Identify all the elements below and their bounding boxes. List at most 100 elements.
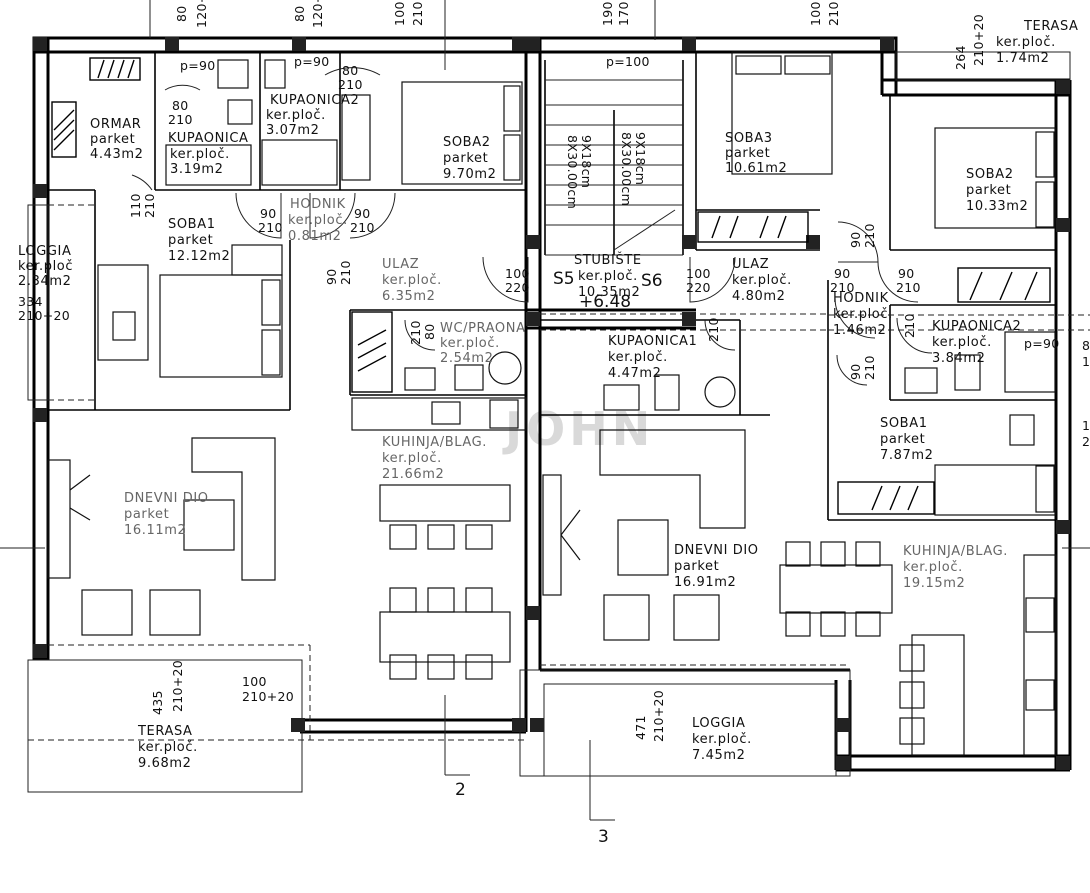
room-name: DNEVNI DIO bbox=[124, 491, 209, 506]
room-name: LOGGIA bbox=[18, 244, 72, 259]
dim-top: 190 bbox=[600, 1, 615, 26]
room-dnevni-right: DNEVNI DIO parket 16.91m2 bbox=[674, 543, 759, 590]
room-name: SOBA1 bbox=[168, 217, 216, 232]
room-floor: ker.ploč. bbox=[932, 335, 992, 350]
dim-door: 220 bbox=[686, 280, 711, 295]
dim-terasa: 210+20 bbox=[971, 14, 986, 66]
dim-door: 90 bbox=[260, 206, 277, 221]
dim-edge: 2 bbox=[1082, 434, 1090, 449]
dim-door: 210 bbox=[258, 220, 283, 235]
apartment-label-s5: S5 bbox=[553, 269, 575, 289]
room-area: 4.43m2 bbox=[90, 147, 143, 162]
room-area: 21.66m2 bbox=[382, 467, 444, 482]
room-floor: ker.ploč. bbox=[833, 307, 893, 322]
dim-door: 110 bbox=[128, 193, 143, 218]
room-kupaonica2-left: KUPAONICA2 ker.ploč. 3.07m2 bbox=[266, 93, 359, 138]
dim-terasa: 210+20 bbox=[170, 660, 185, 712]
dim-door: 210 bbox=[338, 77, 363, 92]
dim-door: 90 bbox=[834, 266, 851, 281]
dim-door: 90 bbox=[354, 206, 371, 221]
room-floor: ker.ploč. bbox=[288, 213, 348, 228]
room-area: 12.12m2 bbox=[168, 249, 230, 264]
room-floor: ker.ploč bbox=[18, 259, 73, 274]
dim-door: 210 bbox=[862, 223, 877, 248]
dim-door: 210 bbox=[902, 313, 917, 338]
room-area: 4.47m2 bbox=[608, 366, 661, 381]
dim-parapet: p=90 bbox=[1024, 336, 1060, 351]
dim-door: 90 bbox=[898, 266, 915, 281]
dim-terasa: 210+20 bbox=[242, 689, 294, 704]
section-marker-2: 2 bbox=[455, 780, 466, 800]
room-name: KUPAONICA2 bbox=[932, 319, 1021, 334]
room-name: ORMAR bbox=[90, 117, 141, 132]
room-loggia-left: LOGGIA ker.ploč 2.34m2 bbox=[18, 244, 73, 289]
room-kuhinja-right: KUHINJA/BLAG. ker.ploč. 19.15m2 bbox=[903, 544, 1008, 591]
room-name: SOBA3 bbox=[725, 131, 773, 146]
terraces bbox=[27, 51, 1090, 793]
room-ormar: ORMAR parket 4.43m2 bbox=[90, 117, 143, 162]
dim-top: 120+20 bbox=[310, 0, 325, 28]
room-area: 1.46m2 bbox=[833, 323, 886, 338]
dim-edge: 1 bbox=[1082, 354, 1090, 369]
room-soba1-right: SOBA1 parket 7.87m2 bbox=[880, 416, 933, 463]
room-name: ULAZ bbox=[382, 257, 419, 272]
room-floor: ker.ploč. bbox=[440, 336, 500, 351]
room-area: 1.74m2 bbox=[996, 51, 1049, 66]
dim-door: 90 bbox=[848, 363, 863, 380]
room-kupaonica1-right: KUPAONICA1 ker.ploč. 4.47m2 bbox=[608, 334, 697, 381]
dim-top: 170 bbox=[616, 1, 631, 26]
room-area: 4.80m2 bbox=[732, 289, 785, 304]
room-area: 7.87m2 bbox=[880, 448, 933, 463]
dim-door: 80 bbox=[172, 98, 189, 113]
room-name: KUHINJA/BLAG. bbox=[382, 435, 487, 450]
room-floor: ker.ploč. bbox=[170, 147, 230, 162]
section-marker-3: 3 bbox=[598, 827, 609, 847]
dim-top: 210 bbox=[826, 1, 841, 26]
room-name: LOGGIA bbox=[692, 716, 746, 731]
room-kupaonica2-right: KUPAONICA2 ker.ploč. 3.84m2 bbox=[932, 319, 1021, 366]
room-hodnik-right: HODNIK ker.ploč. 1.46m2 bbox=[833, 291, 893, 338]
room-floor: parket bbox=[966, 183, 1011, 198]
room-name: TERASA bbox=[137, 724, 193, 739]
dim-terasa: 435 bbox=[150, 690, 165, 715]
room-floor: ker.ploč. bbox=[903, 560, 963, 575]
room-floor: ker.ploč. bbox=[996, 35, 1056, 50]
dim-door: 210 bbox=[706, 317, 721, 342]
dim-door: 210 bbox=[142, 193, 157, 218]
dimensions: 80 120+20 80 120+20 100 210 190 170 100 … bbox=[18, 0, 1090, 742]
room-soba1-left: SOBA1 parket 12.12m2 bbox=[168, 217, 230, 264]
room-name: DNEVNI DIO bbox=[674, 543, 759, 558]
dim-terasa: 100 bbox=[242, 674, 267, 689]
room-kupaonica-left: KUPAONICA ker.ploč. 3.19m2 bbox=[168, 131, 248, 177]
dim-door: 210 bbox=[168, 112, 193, 127]
room-floor: ker.ploč. bbox=[382, 451, 442, 466]
room-floor: parket bbox=[124, 507, 169, 522]
floor-level: +6.48 bbox=[579, 292, 631, 312]
room-name: HODNIK bbox=[290, 197, 346, 212]
room-area: 9.70m2 bbox=[443, 167, 496, 182]
dim-loggia: 210+20 bbox=[18, 308, 70, 323]
dim-edge: 1 bbox=[1082, 418, 1090, 433]
room-floor: ker.ploč. bbox=[692, 732, 752, 747]
dim-top: 80 bbox=[292, 5, 307, 22]
dim-parapet: p=100 bbox=[606, 54, 650, 69]
columns bbox=[33, 37, 1070, 770]
room-area: 3.07m2 bbox=[266, 123, 319, 138]
room-hodnik-left: HODNIK ker.ploč. 0.81m2 bbox=[288, 197, 348, 244]
room-name: ULAZ bbox=[732, 257, 769, 272]
dim-door: 210 bbox=[350, 220, 375, 235]
room-wc-praona: WC/PRAONA ker.ploč. 2.54m2 bbox=[440, 321, 525, 366]
room-name: KUPAONICA1 bbox=[608, 334, 697, 349]
dim-terasa: 264 bbox=[953, 45, 968, 70]
dim-parapet: p=90 bbox=[180, 58, 216, 73]
room-floor: ker.ploč. bbox=[608, 350, 668, 365]
room-floor: parket bbox=[880, 432, 925, 447]
room-stubiste: STUBIŠTE ker.ploč. 10.35m2 bbox=[574, 252, 641, 300]
dim-door: 210 bbox=[338, 260, 353, 285]
dim-door: 210 bbox=[896, 280, 921, 295]
room-area: 19.15m2 bbox=[903, 576, 965, 591]
dim-loggia: 334 bbox=[18, 294, 43, 309]
room-floor: ker.ploč. bbox=[382, 273, 442, 288]
room-name: KUHINJA/BLAG. bbox=[903, 544, 1008, 559]
room-area: 7.45m2 bbox=[692, 748, 745, 763]
